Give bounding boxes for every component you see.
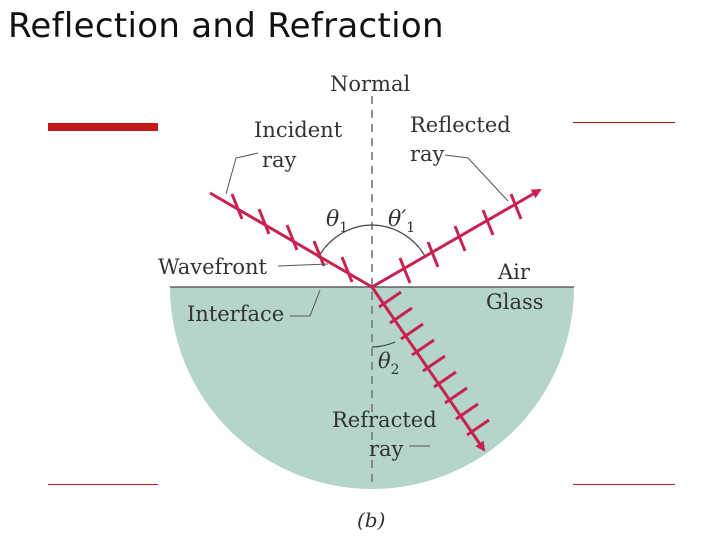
accent-bar-top-left xyxy=(48,123,158,131)
reflected-ray xyxy=(371,188,542,289)
leader-lines xyxy=(225,152,509,447)
refracted-label-line1: Refracted xyxy=(332,408,437,432)
incident-label-line2: ray xyxy=(262,148,297,172)
incident-wavefronts xyxy=(230,193,354,283)
refracted-label-line2: ray xyxy=(369,437,404,461)
air-label: Air xyxy=(497,260,531,284)
reflected-label-line1: Reflected xyxy=(410,113,511,137)
slide-title: Reflection and Refraction xyxy=(8,6,444,46)
theta1-arc xyxy=(317,224,373,259)
theta2-label: θ2 xyxy=(378,349,400,378)
normal-label: Normal xyxy=(330,72,410,96)
reflected-label-line2: ray xyxy=(410,142,445,166)
interface-label: Interface xyxy=(187,302,284,326)
rule-top-right xyxy=(573,122,675,123)
incident-label-line1: Incident xyxy=(254,118,343,142)
reflected-wavefronts xyxy=(398,193,523,284)
theta1-label: θ1 xyxy=(326,207,348,236)
wavefront-label: Wavefront xyxy=(158,255,268,279)
glass-region xyxy=(170,287,574,489)
theta1p-arc xyxy=(371,224,427,259)
panel-label: (b) xyxy=(357,508,385,532)
glass-label: Glass xyxy=(486,290,544,314)
rule-bottom-left xyxy=(48,484,158,485)
theta1p-label: θ′1 xyxy=(388,207,415,236)
rule-bottom-right xyxy=(573,484,675,485)
theta2-arc xyxy=(371,341,396,348)
refracted-wavefronts xyxy=(378,290,490,437)
